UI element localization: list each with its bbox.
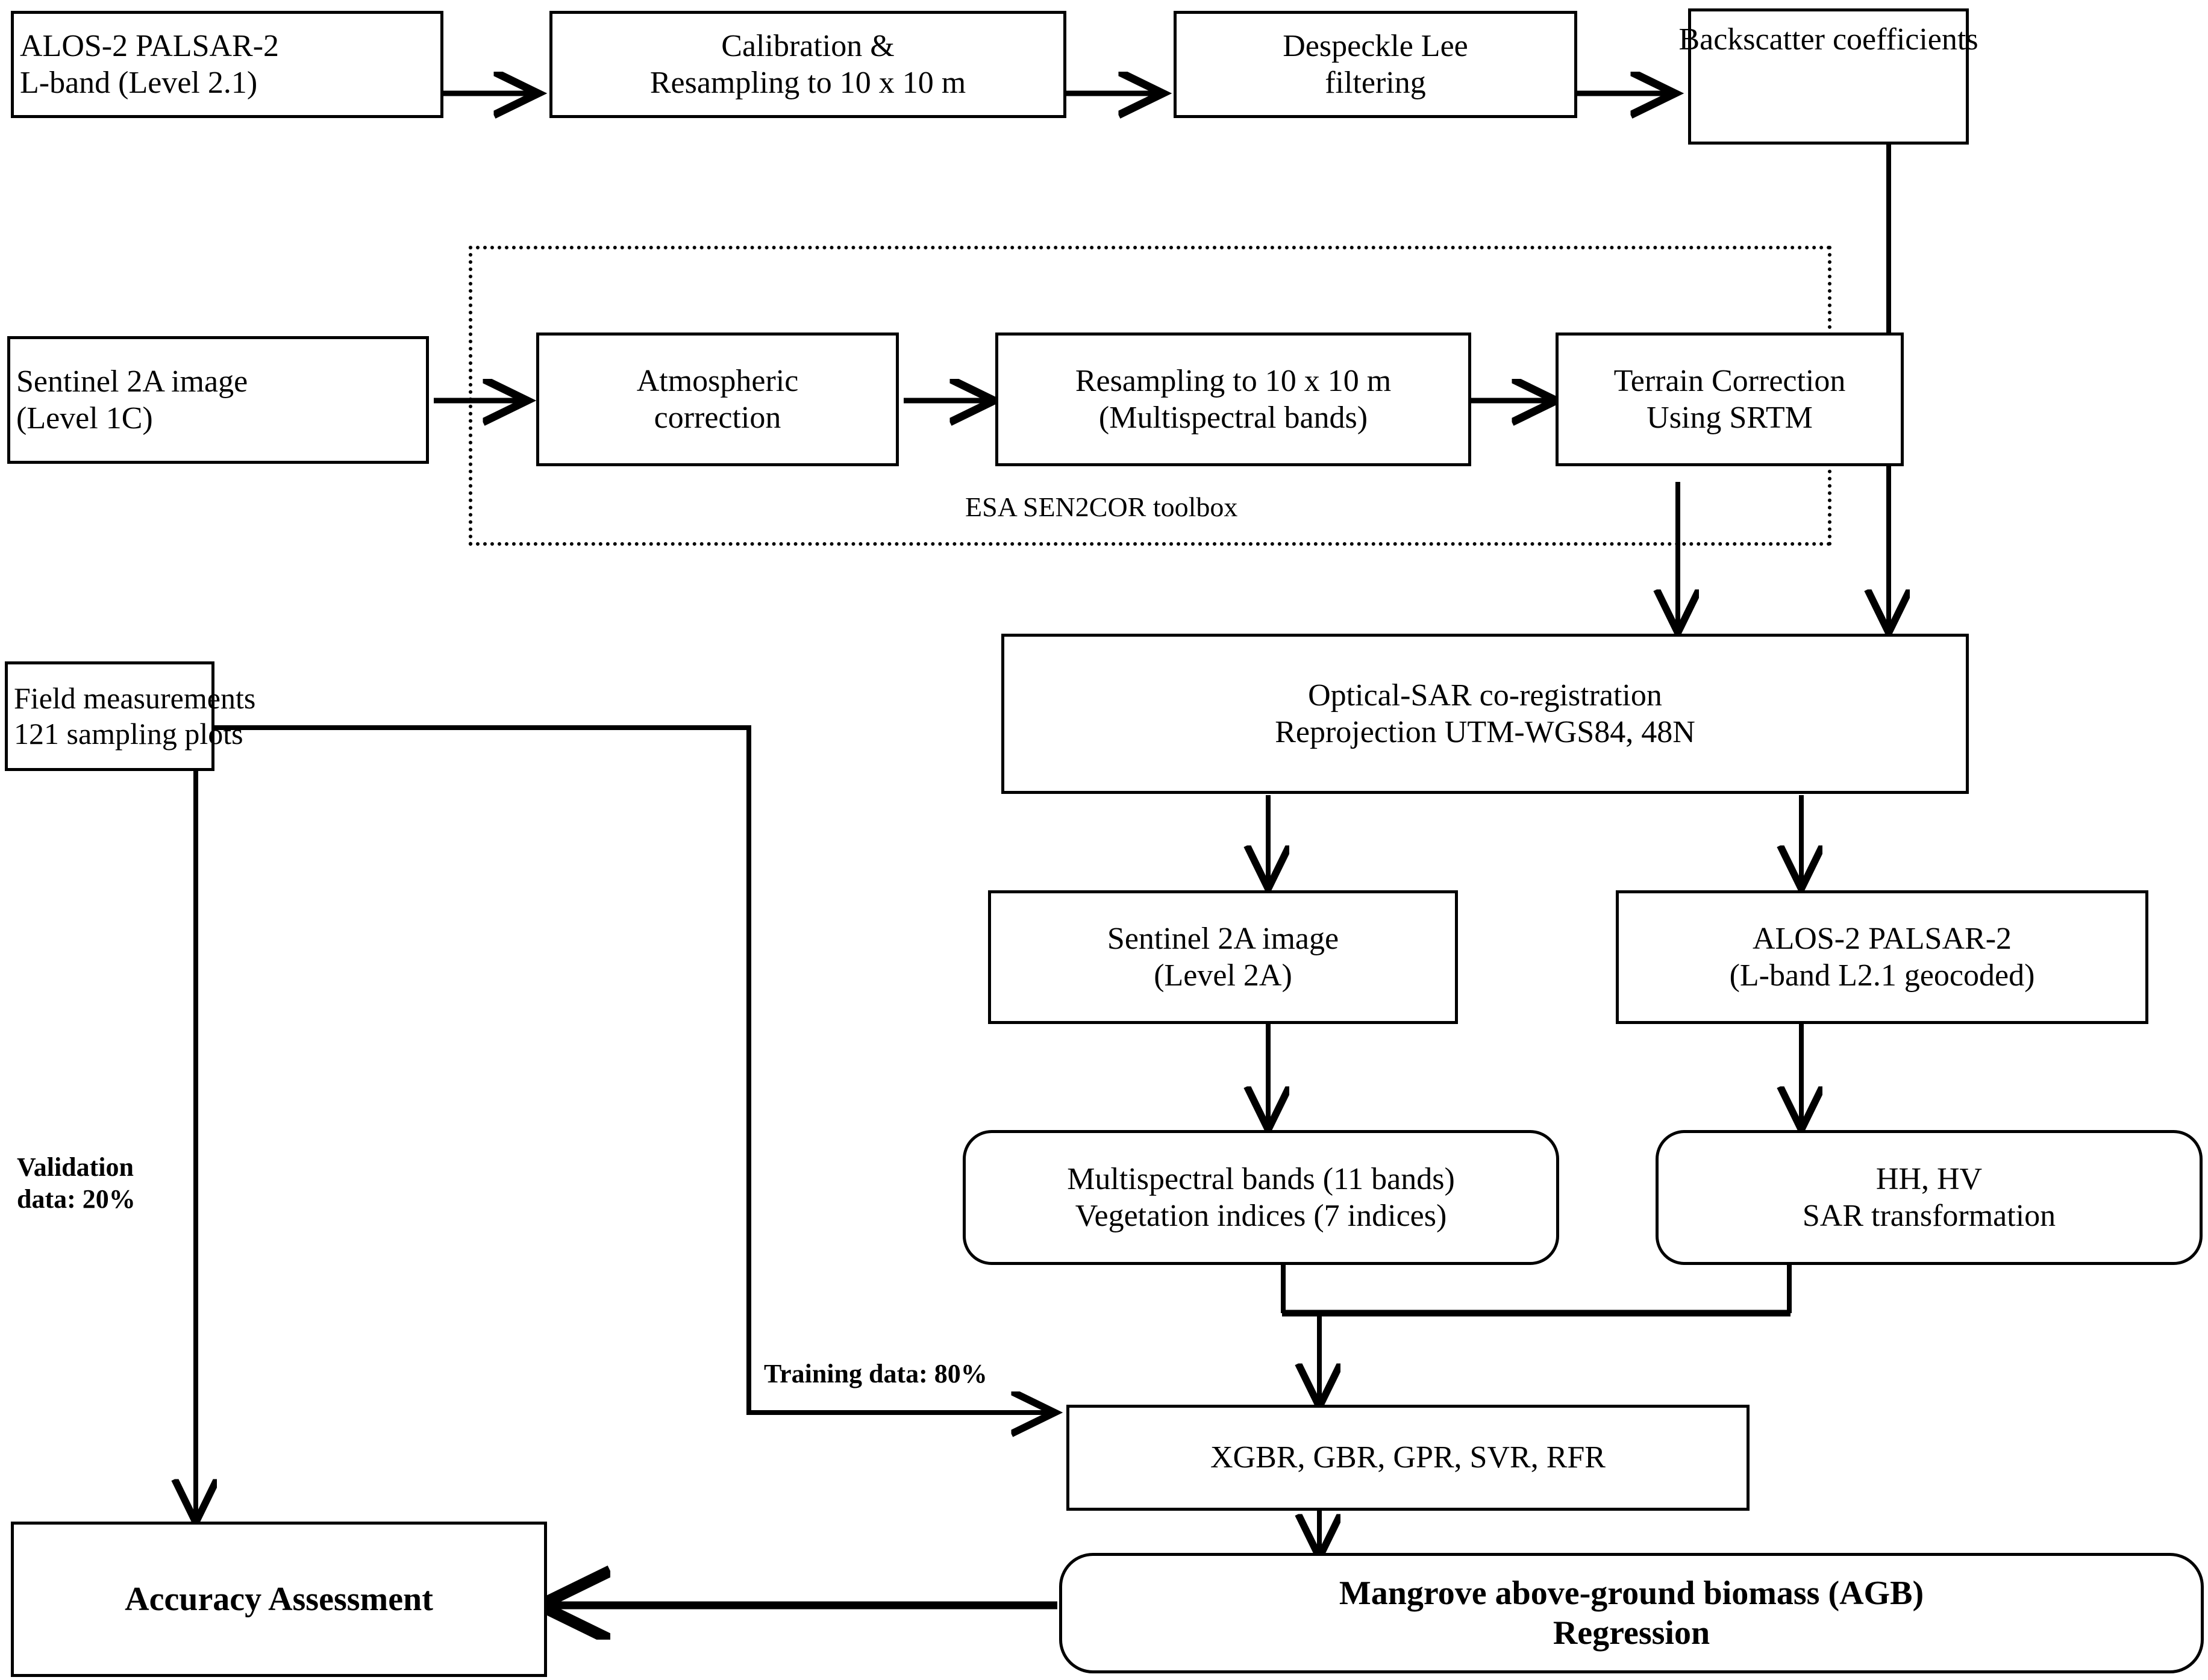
node-field-line2: 121 sampling plots xyxy=(14,717,243,751)
node-despeckle-line1: Despeckle Lee xyxy=(1283,28,1468,63)
node-sentinel-l2a-line2: (Level 2A) xyxy=(1154,958,1292,993)
node-resampling-ms[interactable]: Resampling to 10 x 10 m (Multispectral b… xyxy=(995,333,1471,466)
node-sentinel-source-line1: Sentinel 2A image xyxy=(16,364,248,399)
node-sar-features[interactable]: HH, HV SAR transformation xyxy=(1656,1130,2203,1265)
node-atmospheric-line1: Atmospheric xyxy=(636,363,799,398)
node-optical-features[interactable]: Multispectral bands (11 bands) Vegetatio… xyxy=(963,1130,1559,1265)
edge-label-validation: Validation data: 20% xyxy=(17,1152,198,1216)
node-agb-line2: Regression xyxy=(1553,1614,1710,1652)
node-despeckle[interactable]: Despeckle Lee filtering xyxy=(1174,11,1577,118)
node-accuracy-line1: Accuracy Assessment xyxy=(125,1580,433,1618)
node-optical-features-line2: Vegetation indices (7 indices) xyxy=(1075,1199,1447,1233)
edge-label-training: Training data: 80% xyxy=(764,1359,987,1388)
node-field-line1: Field measurements xyxy=(14,681,256,715)
node-sentinel-l2a-line1: Sentinel 2A image xyxy=(1107,921,1339,956)
node-resampling-ms-line1: Resampling to 10 x 10 m xyxy=(1075,363,1392,398)
node-accuracy-assessment[interactable]: Accuracy Assessment xyxy=(11,1522,547,1677)
node-field-measurements[interactable]: Field measurements 121 sampling plots xyxy=(5,661,255,771)
node-models-line1: XGBR, GBR, GPR, SVR, RFR xyxy=(1210,1440,1606,1475)
node-alos-source-line2: L-band (Level 2.1) xyxy=(20,66,258,100)
node-sar-features-line1: HH, HV xyxy=(1875,1161,1983,1196)
node-agb[interactable]: Mangrove above-ground biomass (AGB) Regr… xyxy=(1059,1553,2204,1673)
node-alos-geocoded-line1: ALOS-2 PALSAR-2 xyxy=(1752,921,2012,956)
node-despeckle-line2: filtering xyxy=(1325,66,1426,100)
node-sentinel-source[interactable]: Sentinel 2A image (Level 1C) xyxy=(7,336,429,464)
node-backscatter-line1: Backscatter coefficients xyxy=(1678,22,1978,57)
node-coregistration[interactable]: Optical-SAR co-registration Reprojection… xyxy=(1001,634,1969,794)
node-atmospheric-line2: correction xyxy=(654,401,781,435)
edge-label-validation-line2: data: 20% xyxy=(17,1184,136,1214)
edge-label-validation-line1: Validation xyxy=(17,1152,134,1182)
node-sar-features-line2: SAR transformation xyxy=(1802,1199,2056,1233)
node-atmospheric[interactable]: Atmospheric correction xyxy=(536,333,899,466)
node-optical-features-line1: Multispectral bands (11 bands) xyxy=(1067,1161,1455,1196)
node-coregistration-line1: Optical-SAR co-registration xyxy=(1308,678,1662,713)
node-alos-geocoded-line2: (L-band L2.1 geocoded) xyxy=(1729,958,2035,993)
node-calibration-line2: Resampling to 10 x 10 m xyxy=(649,66,966,100)
node-alos-source-line1: ALOS-2 PALSAR-2 xyxy=(20,28,280,63)
node-sentinel-l2a[interactable]: Sentinel 2A image (Level 2A) xyxy=(988,890,1458,1024)
node-alos-source[interactable]: ALOS-2 PALSAR-2 L-band (Level 2.1) xyxy=(11,11,443,118)
node-models[interactable]: XGBR, GBR, GPR, SVR, RFR xyxy=(1066,1405,1750,1511)
node-terrain-line2: Using SRTM xyxy=(1647,401,1813,435)
node-coregistration-line2: Reprojection UTM-WGS84, 48N xyxy=(1275,715,1695,749)
node-alos-geocoded[interactable]: ALOS-2 PALSAR-2 (L-band L2.1 geocoded) xyxy=(1616,890,2148,1024)
node-calibration-line1: Calibration & xyxy=(721,28,895,63)
sen2cor-group-caption: ESA SEN2COR toolbox xyxy=(965,492,1238,522)
node-sentinel-source-line2: (Level 1C) xyxy=(16,401,153,436)
node-terrain[interactable]: Terrain Correction Using SRTM xyxy=(1556,333,1904,466)
node-resampling-ms-line2: (Multispectral bands) xyxy=(1098,401,1368,435)
node-calibration[interactable]: Calibration & Resampling to 10 x 10 m xyxy=(549,11,1066,118)
line-field-to-models xyxy=(212,725,1051,1413)
node-agb-line1: Mangrove above-ground biomass (AGB) xyxy=(1339,1574,1924,1612)
node-backscatter[interactable]: Backscatter coefficients xyxy=(1678,8,1978,145)
node-terrain-line1: Terrain Correction xyxy=(1613,363,1846,398)
